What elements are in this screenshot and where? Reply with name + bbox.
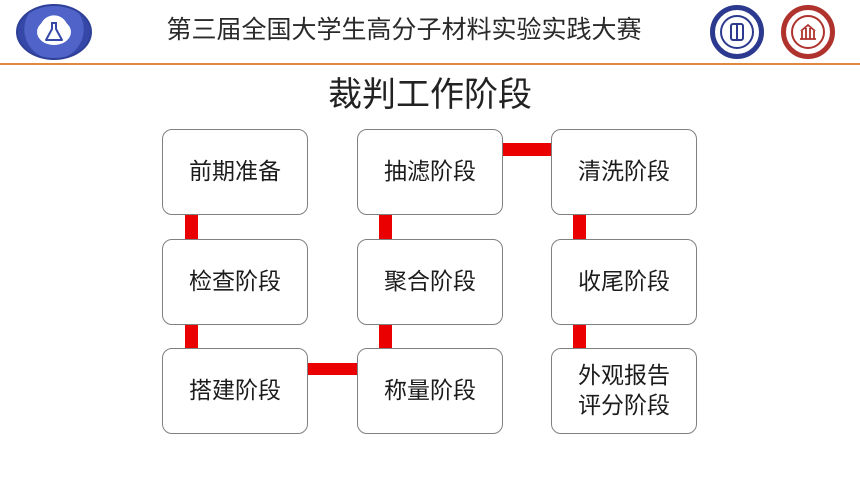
university-seal-icon xyxy=(720,15,754,49)
stage-box: 清洗阶段 xyxy=(551,129,697,215)
connector-finish-to-report xyxy=(573,325,586,349)
stage-label: 抽滤阶段 xyxy=(384,159,476,185)
minjiang-university-logo xyxy=(710,5,764,59)
connector-wash-to-finish xyxy=(573,214,586,240)
donghua-university-logo xyxy=(781,5,835,59)
slide-title: 裁判工作阶段 xyxy=(328,75,532,115)
stage-box: 搭建阶段 xyxy=(162,348,308,434)
connector-inspect-to-build xyxy=(185,325,198,349)
stage-label: 搭建阶段 xyxy=(189,378,281,404)
slide-header: 第三届全国大学生高分子材料实验实践大赛 xyxy=(0,0,860,66)
stage-label: 前期准备 xyxy=(189,159,281,185)
stage-box: 称量阶段 xyxy=(357,348,503,434)
competition-title: 第三届全国大学生高分子材料实验实践大赛 xyxy=(166,15,642,44)
connector-filter-to-wash xyxy=(502,143,554,156)
connector-polymerize-to-filter xyxy=(379,214,392,240)
stage-label: 外观报告 评分阶段 xyxy=(578,363,670,419)
connector-build-to-weigh xyxy=(307,363,359,375)
stage-box: 抽滤阶段 xyxy=(357,129,503,215)
header-divider xyxy=(0,63,860,65)
stage-box: 外观报告 评分阶段 xyxy=(551,348,697,434)
stage-label: 清洗阶段 xyxy=(578,159,670,185)
university-seal-icon xyxy=(791,15,825,49)
connector-prep-to-inspect xyxy=(185,214,198,240)
stage-label: 称量阶段 xyxy=(384,378,476,404)
connector-weigh-to-polymerize xyxy=(379,325,392,349)
stage-box: 收尾阶段 xyxy=(551,239,697,325)
competition-logo xyxy=(16,4,92,60)
stage-box: 聚合阶段 xyxy=(357,239,503,325)
flask-icon xyxy=(37,19,71,45)
stage-box: 检查阶段 xyxy=(162,239,308,325)
stage-label: 聚合阶段 xyxy=(384,269,476,295)
stage-box: 前期准备 xyxy=(162,129,308,215)
stage-label: 检查阶段 xyxy=(189,269,281,295)
stage-label: 收尾阶段 xyxy=(578,269,670,295)
